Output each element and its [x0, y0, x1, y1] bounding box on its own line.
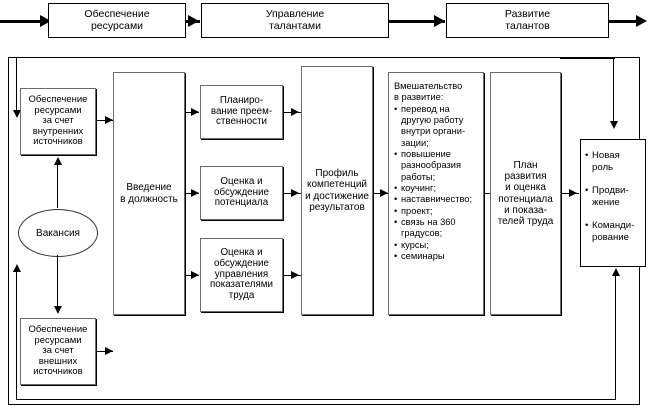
source-label-external: Обеспечение ресурсами за счет внешних ис… [28, 323, 88, 378]
intervention-item: повышение разнообразия работы; [394, 149, 478, 183]
intervention-item: наставничество; [394, 194, 478, 206]
process-box-competency-profile[interactable]: Профиль компетенций и достижение результ… [301, 66, 373, 315]
process-label-performance-review: Оценка и обсуждение управления показател… [209, 246, 274, 302]
feedback-left-arrowhead [13, 264, 21, 272]
stage-label-talent-management: Управление талантами [265, 7, 325, 32]
performance-out-head [291, 271, 299, 279]
intervention-lead-label: Вмешательство в развитие: [394, 81, 463, 103]
intervention-item: перевод на другую работу внутри органи-з… [394, 104, 478, 149]
process-label-induction: Введение в должность [120, 182, 178, 205]
induction-out-2-head [191, 189, 199, 197]
stage-label-talent-development: Развитие талантов [504, 7, 551, 32]
source-box-internal[interactable]: Обеспечение ресурсами за счет внутренних… [20, 88, 96, 155]
process-label-development-plan: План развития и оценка потенциала и пока… [497, 159, 554, 227]
intervention-content: Вмешательство в развитие: перевод на дру… [394, 81, 478, 263]
feedback-right-arrowhead [612, 268, 620, 276]
intervention-item: семинары [394, 251, 478, 263]
process-box-succession-planning[interactable]: Планиро- вание преем- ственности [200, 85, 283, 139]
top-outflow-arrowhead [636, 15, 647, 27]
intervention-item: проект; [394, 206, 478, 218]
intervention-item: коучинг; [394, 183, 478, 195]
process-box-development-plan[interactable]: План развития и оценка потенциала и пока… [490, 72, 561, 315]
vacancy-to-external-line [57, 255, 59, 311]
potential-out-head [291, 189, 299, 197]
process-box-potential-review[interactable]: Оценка и обсуждение потенциала [200, 166, 283, 220]
source-label-internal: Обеспечение ресурсами за счет внутренних… [28, 93, 88, 148]
outcomes-feed-horizontal [560, 58, 615, 60]
source-box-external[interactable]: Обеспечение ресурсами за счет внешних ис… [20, 318, 96, 385]
feedback-left-vertical [16, 268, 18, 400]
vacancy-to-external-head [54, 306, 62, 314]
stage-box-talent-management[interactable]: Управление талантами [201, 3, 389, 38]
entry-arrow-line [16, 58, 18, 114]
feedback-right-vertical [615, 272, 617, 400]
stage-arrow-2-head [434, 15, 445, 27]
induction-out-1-head [191, 108, 199, 116]
process-box-performance-review[interactable]: Оценка и обсуждение управления показател… [200, 238, 283, 312]
vacancy-label: Вакансия [36, 227, 80, 239]
feedback-bottom-horizontal [16, 399, 616, 401]
outcomes-feed-arrowhead [610, 121, 618, 129]
intervention-item: связь на 360 градусов; [394, 217, 478, 240]
outcomes-feed-vertical [613, 58, 615, 126]
external-outflow-head [105, 347, 113, 355]
vacancy-ellipse[interactable]: Вакансия [18, 209, 98, 257]
internal-to-induction-head [105, 116, 113, 124]
intervention-list: перевод на другую работу внутри органи-з… [394, 104, 478, 263]
process-label-succession-planning: Планиро- вание преем- ственности [210, 94, 273, 128]
intervention-box[interactable]: Вмешательство в развитие: перевод на дру… [388, 72, 484, 315]
vacancy-to-internal-line [57, 160, 59, 208]
outcomes-list: Новая роль Продви-жение Команди-рование [585, 150, 641, 243]
succession-out-head [291, 108, 299, 116]
top-inflow-line [0, 20, 42, 23]
entry-arrow-head [13, 110, 21, 118]
top-outflow-line [609, 20, 641, 23]
stage-label-resourcing: Обеспечение ресурсами [84, 7, 150, 32]
outcomes-box[interactable]: Новая роль Продви-жение Команди-рование [580, 139, 646, 267]
outcome-item: Команди-рование [585, 220, 641, 243]
competency-out-head [380, 189, 388, 197]
development-plan-out-head [569, 189, 577, 197]
outcome-item: Новая роль [585, 150, 641, 173]
stage-arrow-1-head [188, 15, 199, 27]
process-label-potential-review: Оценка и обсуждение потенциала [214, 175, 269, 209]
outcomes-content: Новая роль Продви-жение Команди-рование [585, 150, 641, 243]
outcome-item: Продви-жение [585, 185, 641, 208]
vacancy-to-internal-head [54, 157, 62, 165]
stage-box-talent-development[interactable]: Развитие талантов [446, 3, 609, 38]
process-box-induction[interactable]: Введение в должность [113, 72, 185, 315]
stage-arrow-2-line [389, 20, 445, 23]
induction-out-3-head [191, 271, 199, 279]
intervention-item: курсы; [394, 240, 478, 252]
process-label-competency-profile: Профиль компетенций и достижение результ… [305, 168, 369, 213]
top-inflow-arrowhead [40, 15, 51, 27]
stage-box-resourcing[interactable]: Обеспечение ресурсами [48, 3, 186, 38]
